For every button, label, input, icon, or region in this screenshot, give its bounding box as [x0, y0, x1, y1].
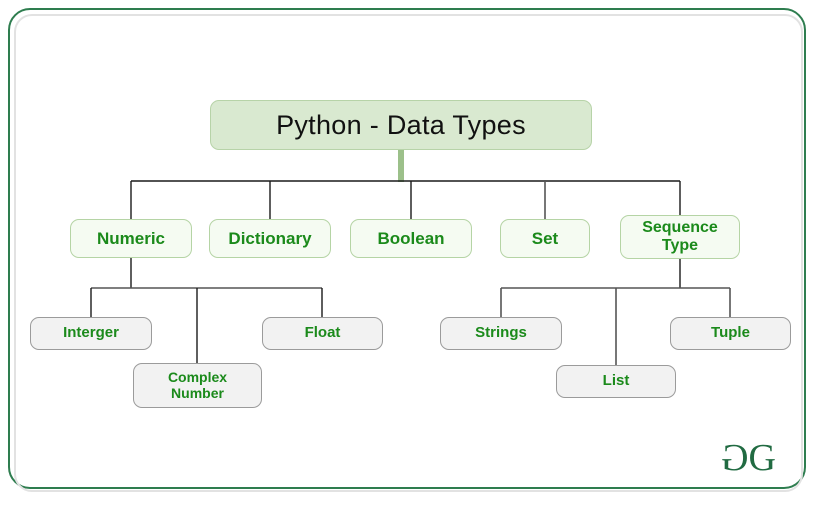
- node-interger: Interger: [30, 317, 152, 350]
- logo-mirrored-g: G: [722, 437, 749, 479]
- node-dictionary: Dictionary: [209, 219, 331, 258]
- node-float: Float: [262, 317, 383, 350]
- node-tuple: Tuple: [670, 317, 791, 350]
- node-set: Set: [500, 219, 590, 258]
- geeksforgeeks-logo: GG: [722, 437, 794, 479]
- node-boolean: Boolean: [350, 219, 472, 258]
- node-strings: Strings: [440, 317, 562, 350]
- node-python-data-types: Python - Data Types: [210, 100, 592, 150]
- node-numeric: Numeric: [70, 219, 192, 258]
- node-list: List: [556, 365, 676, 398]
- logo-g: G: [748, 437, 775, 479]
